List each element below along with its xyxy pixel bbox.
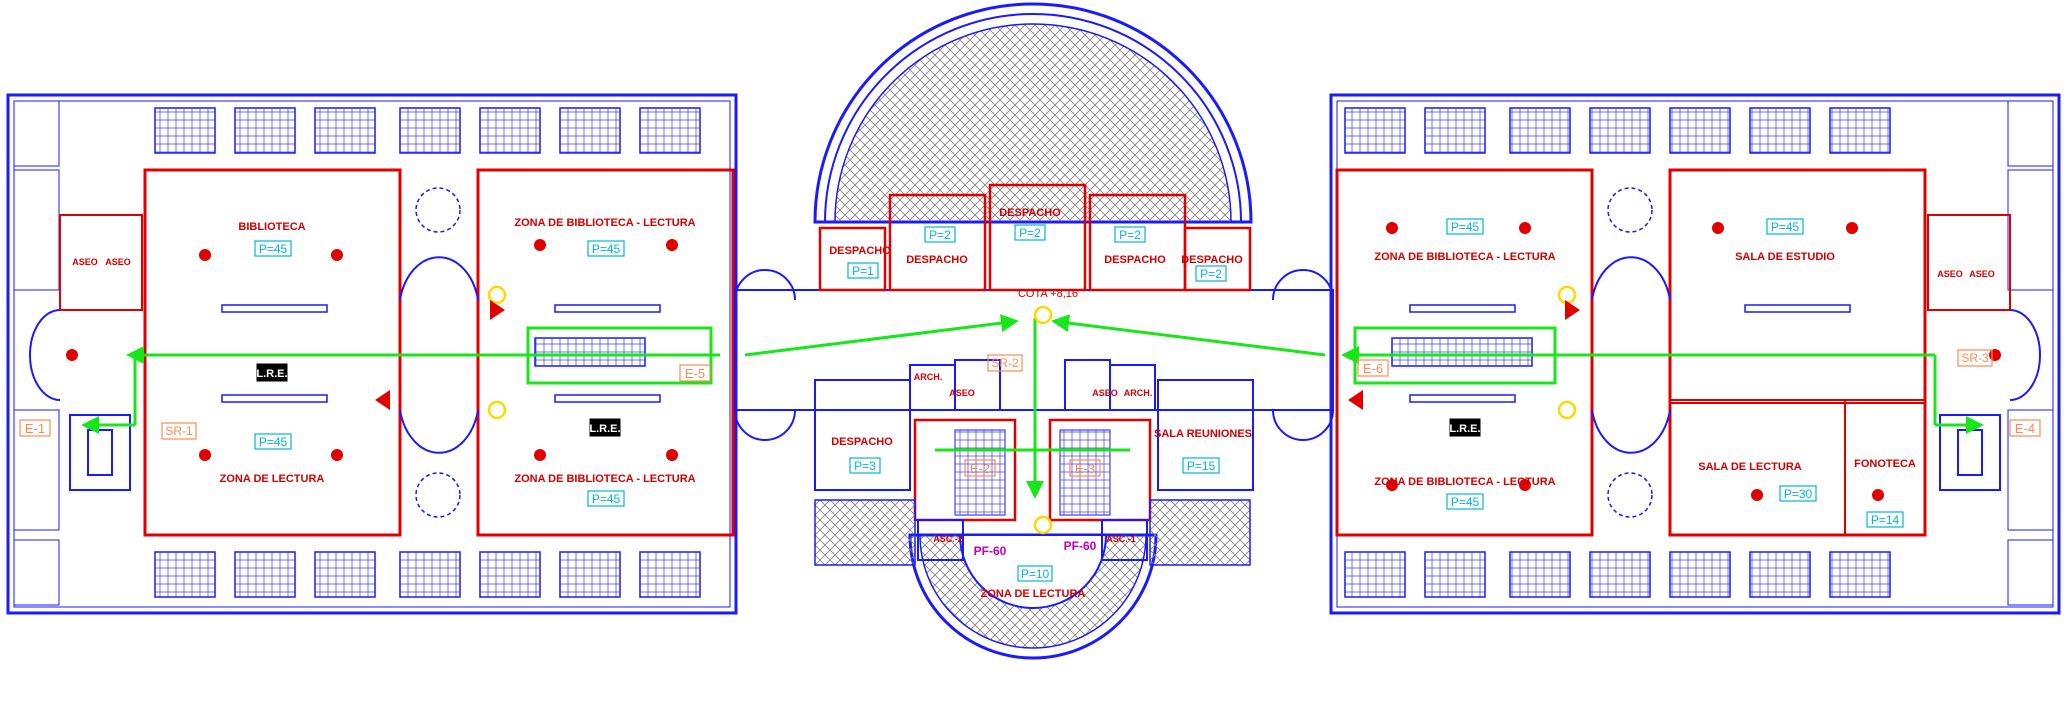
occupancy-biblioteca: P=45 bbox=[259, 242, 288, 256]
occupancy-despacho-1: P=1 bbox=[852, 264, 874, 278]
elevator-labels: ASC.-2 ASC.-1 PF-60 PF-60 bbox=[933, 534, 1136, 558]
room-biblioteca: BIBLIOTECA bbox=[238, 221, 305, 233]
room-zona-biblioteca-lectura-4: ZONA DE BIBLIOTECA - LECTURA bbox=[1374, 476, 1555, 488]
occupancy-zbl-2: P=45 bbox=[592, 492, 621, 506]
occupancy-despacho-6: P=3 bbox=[854, 459, 876, 473]
extinguisher-markers bbox=[66, 222, 2001, 535]
occupancy-fonoteca: P=14 bbox=[1871, 513, 1900, 527]
stair-sr3: SR-3 bbox=[1961, 351, 1989, 365]
room-despacho-3: DESPACHO bbox=[999, 207, 1061, 219]
lre-label-a: L.R.E. bbox=[256, 368, 287, 380]
exit-e2: E-2 bbox=[970, 461, 990, 476]
right-wing bbox=[1329, 93, 2061, 615]
room-arch-1: ARCH. bbox=[914, 372, 943, 382]
exit-e6: E-6 bbox=[1363, 361, 1383, 376]
evacuation-routes bbox=[81, 314, 1984, 499]
room-fonoteca: FONOTECA bbox=[1854, 458, 1916, 470]
room-aseo-2: ASEO bbox=[105, 257, 131, 267]
occupancy-labels: P=45 P=45 P=45 P=45 P=45 P=45 P=45 P=30 … bbox=[259, 220, 1900, 581]
occupancy-despacho-2: P=2 bbox=[929, 228, 951, 242]
room-aseo-5: ASEO bbox=[949, 388, 975, 398]
room-zona-biblioteca-lectura-1: ZONA DE BIBLIOTECA - LECTURA bbox=[514, 217, 695, 229]
exit-labels: E-1 E-2 E-3 E-4 E-5 E-6 SR-1 SR-2 SR-3 bbox=[25, 351, 2035, 476]
occupancy-despacho-5: P=2 bbox=[1200, 267, 1222, 281]
room-despacho-4: DESPACHO bbox=[1104, 254, 1166, 266]
room-zona-biblioteca-lectura-3: ZONA DE BIBLIOTECA - LECTURA bbox=[1374, 251, 1555, 263]
stair-sr2: SR-2 bbox=[991, 356, 1019, 370]
room-zona-lectura-left: ZONA DE LECTURA bbox=[220, 473, 325, 485]
room-sala-reuniones: SALA REUNIONES bbox=[1154, 428, 1252, 440]
occupancy-zbl-1: P=45 bbox=[592, 242, 621, 256]
occupancy-sala-lectura: P=30 bbox=[1784, 487, 1813, 501]
room-despacho-2: DESPACHO bbox=[906, 254, 968, 266]
room-arch-2: ARCH. bbox=[1124, 388, 1153, 398]
exit-e4: E-4 bbox=[2015, 421, 2035, 436]
dome-north bbox=[813, 2, 1253, 224]
room-sala-estudio: SALA DE ESTUDIO bbox=[1735, 251, 1835, 263]
stair-sr1: SR-1 bbox=[165, 424, 193, 438]
room-despacho-1: DESPACHO bbox=[829, 245, 891, 257]
left-wing bbox=[6, 93, 738, 615]
exit-e1: E-1 bbox=[25, 421, 45, 436]
lre-label-b: L.R.E. bbox=[589, 423, 620, 435]
occupancy-zbl-4: P=45 bbox=[1451, 495, 1480, 509]
occupancy-boxes bbox=[254, 218, 1904, 582]
room-despacho-6: DESPACHO bbox=[831, 436, 893, 448]
level-elevation: COTA +8,16 bbox=[1018, 288, 1078, 300]
room-aseo-6: ASEO bbox=[1092, 388, 1118, 398]
room-labels: BIBLIOTECA ZONA DE LECTURA ZONA DE BIBLI… bbox=[72, 207, 1995, 600]
exit-e3: E-3 bbox=[1075, 461, 1095, 476]
room-despacho-5: DESPACHO bbox=[1181, 254, 1243, 266]
fire-door-pf1: PF-60 bbox=[974, 544, 1007, 558]
fire-door-pf2: PF-60 bbox=[1064, 539, 1097, 553]
room-aseo-3: ASEO bbox=[1937, 269, 1963, 279]
occupancy-zona-lectura-left: P=45 bbox=[259, 435, 288, 449]
occupancy-sala-estudio: P=45 bbox=[1771, 220, 1800, 234]
exit-tags bbox=[19, 349, 2041, 477]
occupancy-sala-reuniones: P=15 bbox=[1187, 459, 1216, 473]
elevator-asc2: ASC.-2 bbox=[933, 534, 963, 544]
room-zona-lectura-center: ZONA DE LECTURA bbox=[981, 588, 1086, 600]
elevator-asc1: ASC.-1 bbox=[1106, 534, 1136, 544]
occupancy-despacho-4: P=2 bbox=[1119, 228, 1141, 242]
room-sala-lectura: SALA DE LECTURA bbox=[1698, 461, 1802, 473]
occupancy-zbl-3: P=45 bbox=[1451, 220, 1480, 234]
occupancy-zona-lectura-center: P=10 bbox=[1021, 567, 1050, 581]
room-aseo-4: ASEO bbox=[1969, 269, 1995, 279]
exit-e5: E-5 bbox=[685, 366, 705, 381]
room-aseo-1: ASEO bbox=[72, 257, 98, 267]
dome-south bbox=[908, 533, 1158, 660]
lre-boxes: L.R.E. L.R.E. L.R.E. bbox=[256, 363, 1481, 437]
room-zona-biblioteca-lectura-2: ZONA DE BIBLIOTECA - LECTURA bbox=[514, 473, 695, 485]
lre-label-c: L.R.E. bbox=[1449, 423, 1480, 435]
central-block bbox=[734, 183, 1334, 566]
occupancy-despacho-3: P=2 bbox=[1019, 226, 1041, 240]
